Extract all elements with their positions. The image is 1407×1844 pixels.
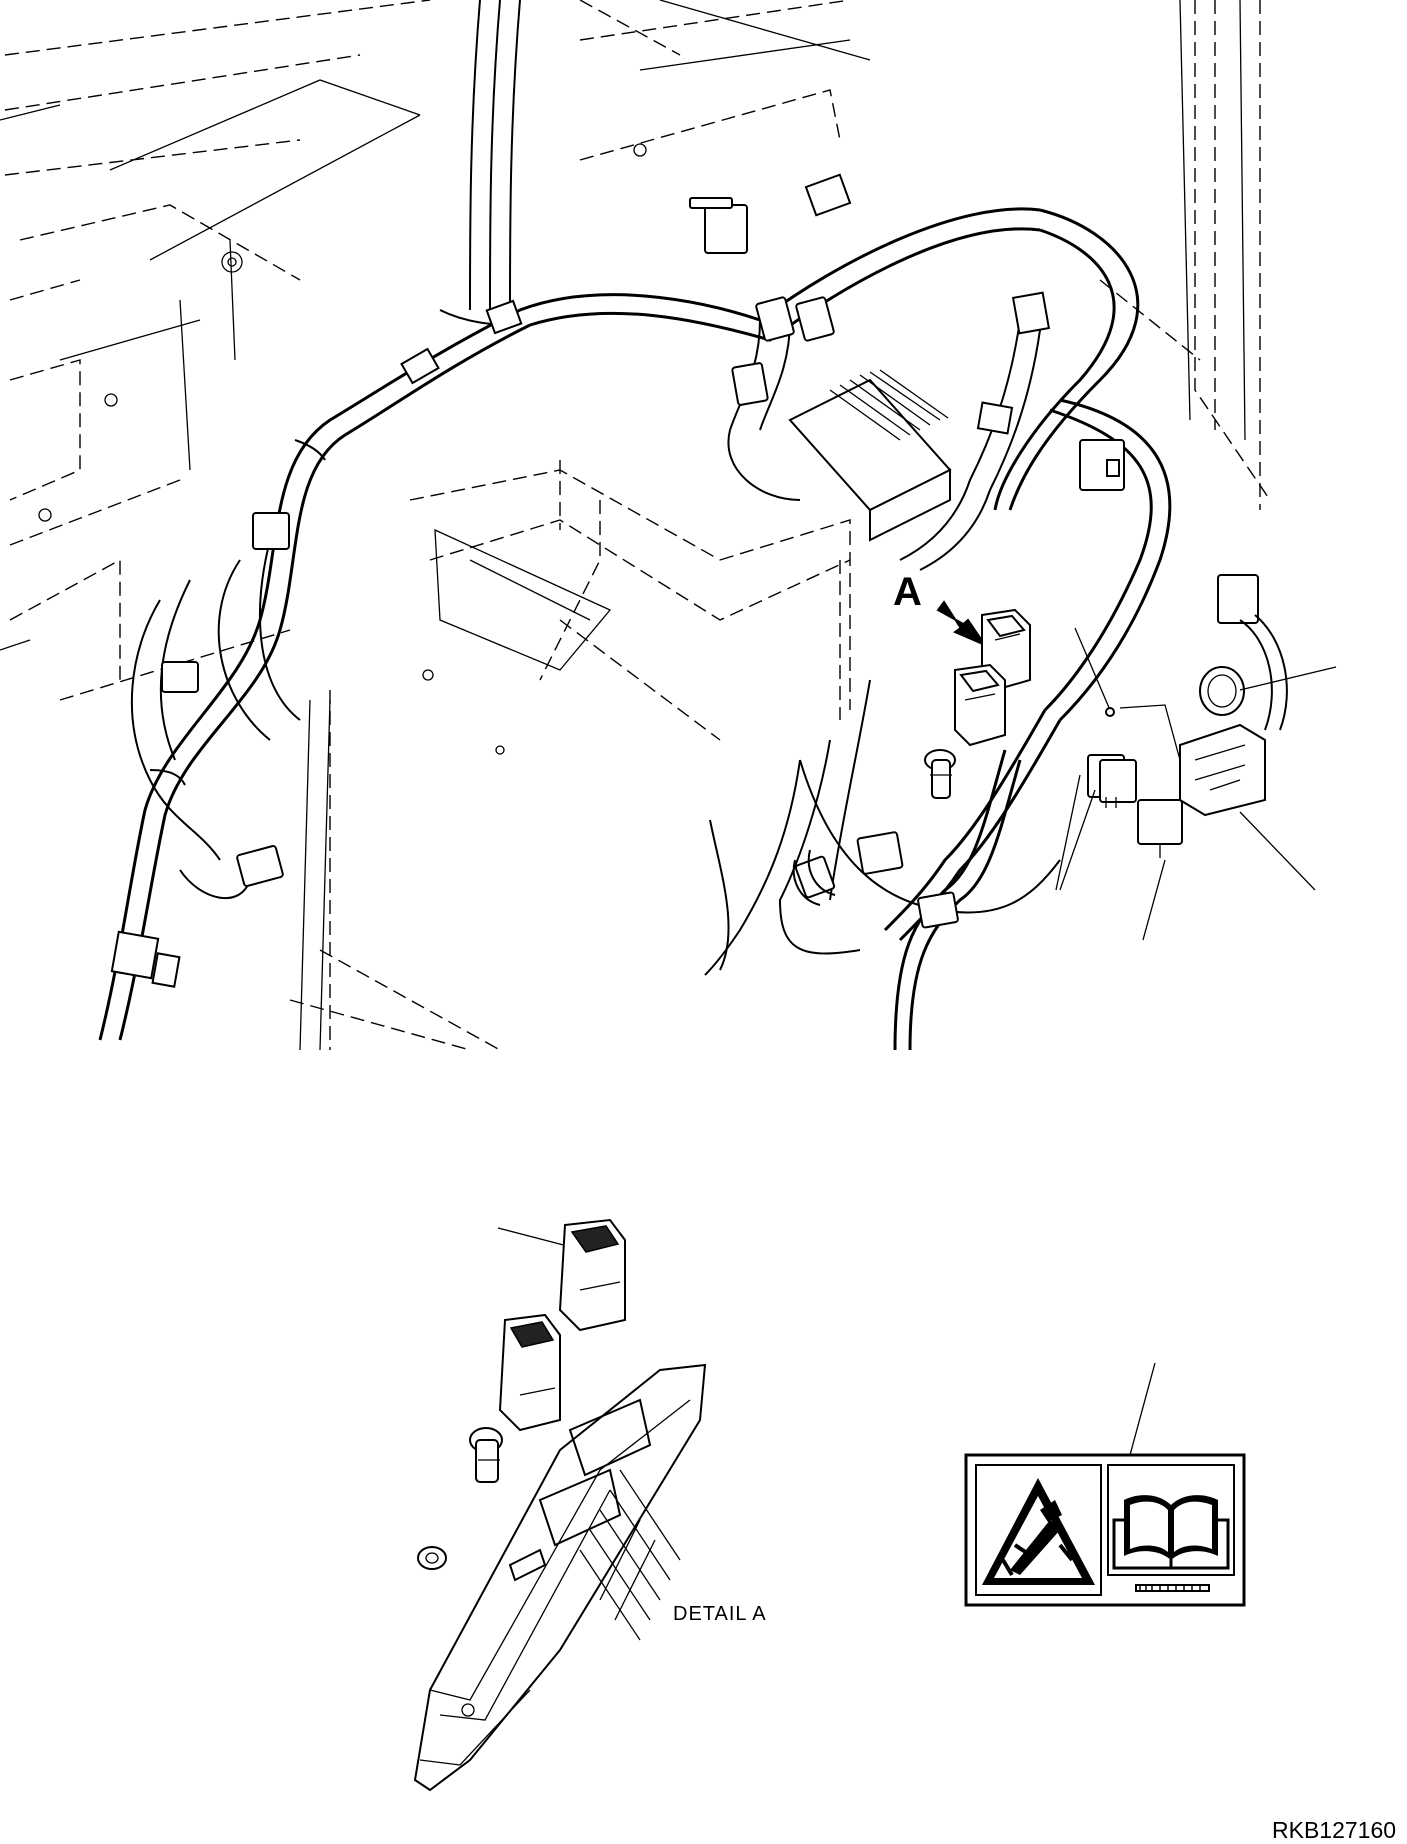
callout-a-label: A [893,570,922,614]
cab-structure-edges [0,0,1246,1051]
relay-components [1074,614,1337,858]
central-connector-block [788,369,952,542]
detail-a-view [413,1218,707,1792]
harness-connectors [161,197,1259,929]
rocker-switch-lower [954,663,1006,747]
operator-manual-book-icon [1112,1495,1230,1570]
harness-clamps [110,173,1051,988]
main-wire-harness [98,0,1172,1051]
indicator-lamp [924,749,956,799]
decal-part-number-marking [1135,1584,1210,1592]
cab-structure-hidden-lines [4,0,1271,1051]
detail-a-title: DETAIL A [673,1603,767,1625]
drawing-number: RKB127160 [1272,1817,1397,1843]
callout-a-arrow [936,600,988,648]
falling-object-warning-icon [982,1478,1095,1585]
leader-lines-upper [1055,774,1316,941]
